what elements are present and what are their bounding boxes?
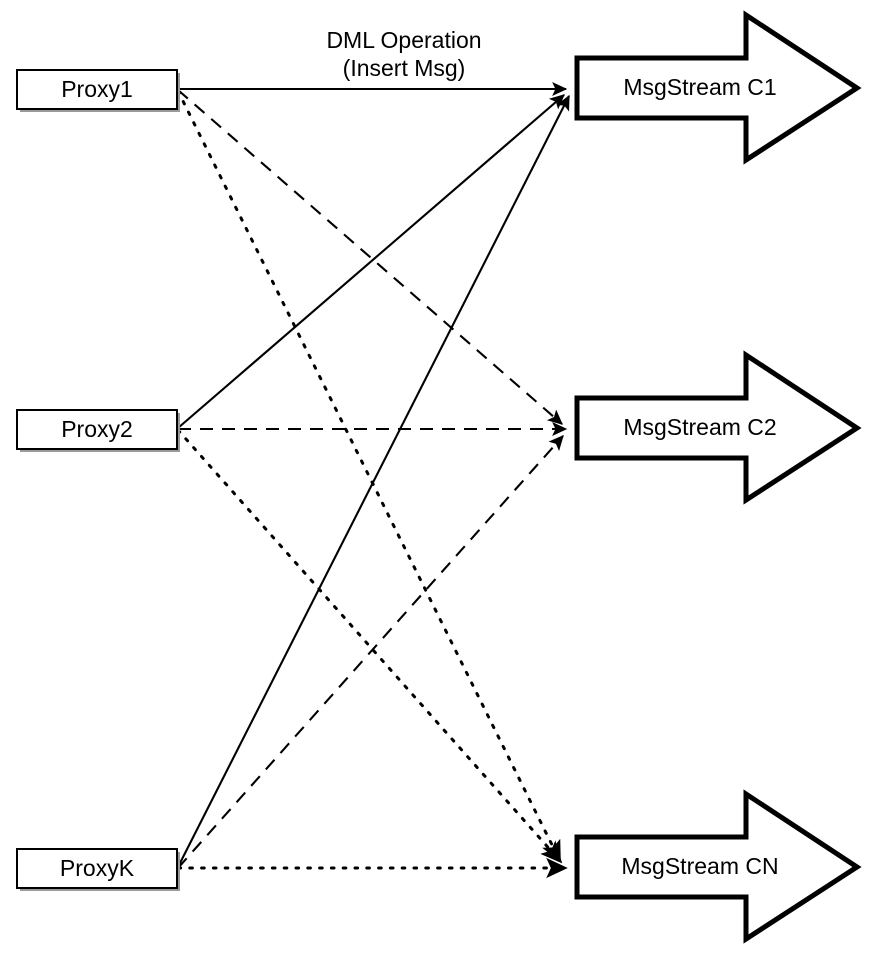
proxyk-box[interactable] [16, 848, 178, 889]
msgstream-cn-arrow-shape[interactable] [574, 789, 862, 944]
edge-proxy2-to-cn [176, 428, 563, 864]
edge-proxyk-to-c2 [177, 435, 564, 869]
edge-proxy1-to-c2 [177, 89, 563, 425]
node-msgstream-c1[interactable]: MsgStream C1 [574, 10, 862, 165]
edge-group-from-proxy2 [176, 94, 568, 864]
proxy1-box[interactable] [16, 69, 178, 110]
node-msgstream-cn[interactable]: MsgStream CN [574, 789, 862, 944]
edge-group-from-proxyk [176, 94, 570, 879]
msgstream-c2-arrow-shape[interactable] [574, 350, 862, 505]
edge-group-from-proxy1 [176, 81, 568, 863]
edge-proxy2-to-c1 [177, 94, 565, 429]
msgstream-c2-label: MsgStream C2 [623, 414, 776, 440]
edge-caption-line2: (Insert Msg) [343, 55, 466, 81]
msgstream-cn-label: MsgStream CN [621, 853, 778, 879]
edge-proxyk-to-c1 [177, 94, 570, 868]
proxy2-box[interactable] [16, 409, 178, 450]
proxy1-label: Proxy1 [61, 76, 133, 102]
edge-caption: DML Operation (Insert Msg) [326, 27, 481, 81]
proxy2-label: Proxy2 [61, 416, 133, 442]
edge-caption-line1: DML Operation [326, 27, 481, 53]
node-proxyk[interactable]: ProxyK [16, 848, 180, 891]
edge-proxy1-to-cn [176, 89, 562, 863]
proxyk-label: ProxyK [60, 855, 135, 881]
node-proxy2[interactable]: Proxy2 [16, 409, 180, 452]
msgstream-c1-arrow-shape[interactable] [574, 10, 862, 165]
node-proxy1[interactable]: Proxy1 [16, 69, 180, 112]
node-msgstream-c2[interactable]: MsgStream C2 [574, 350, 862, 505]
msgstream-c1-label: MsgStream C1 [623, 74, 776, 100]
